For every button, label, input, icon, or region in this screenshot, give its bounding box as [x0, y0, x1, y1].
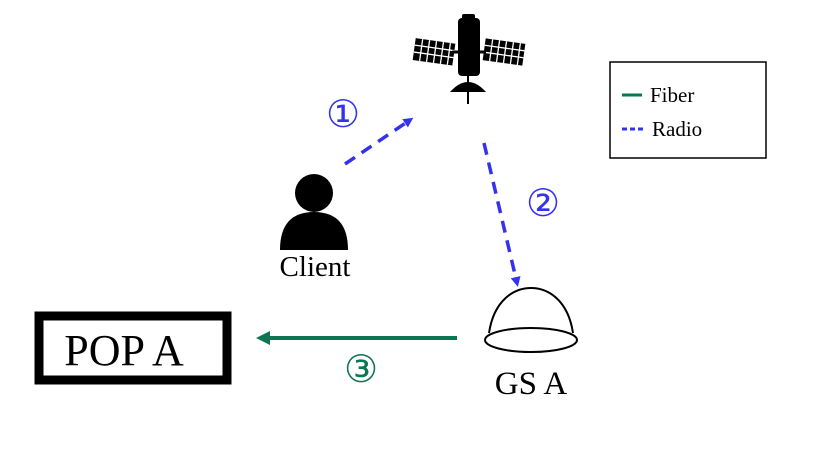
- pop-label: POP A: [64, 326, 184, 375]
- step-1-marker: ①: [326, 94, 360, 136]
- legend: Fiber Radio: [609, 61, 767, 159]
- step-3-marker: ③: [344, 349, 378, 391]
- legend-fiber-label: Fiber: [650, 83, 694, 107]
- radio-link-2: [482, 142, 521, 287]
- satellite-icon: [412, 14, 526, 104]
- legend-radio-label: Radio: [652, 117, 702, 141]
- person-icon: [280, 174, 348, 250]
- client-label: Client: [280, 251, 351, 283]
- pop-box: POP A: [34, 311, 232, 385]
- dome-icon: [484, 286, 578, 353]
- step-2-marker: ②: [526, 183, 560, 225]
- gs-label: GS A: [495, 366, 568, 402]
- radio-link-1: [344, 117, 414, 166]
